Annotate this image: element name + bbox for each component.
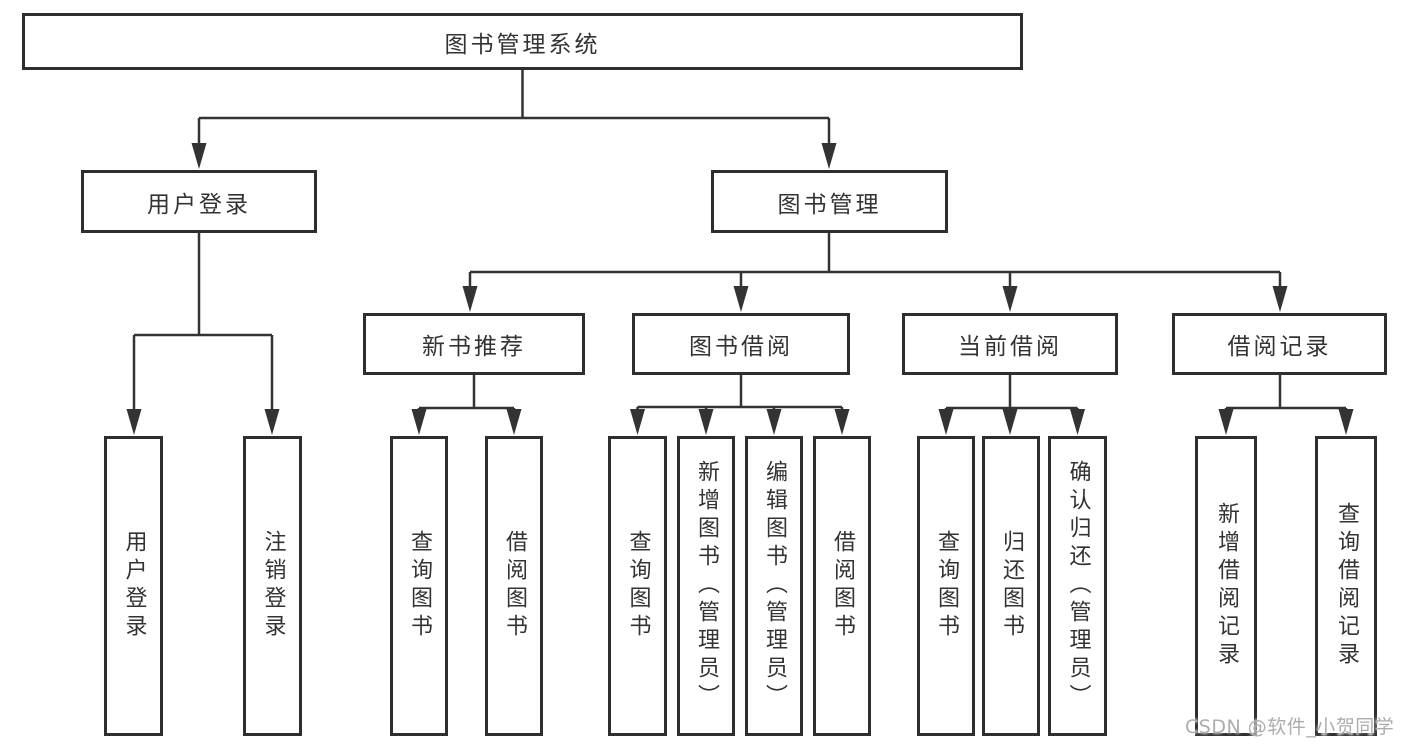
connector-new-book-to-leaves [417, 375, 516, 414]
node-current-borrow: 当前借阅 [902, 313, 1118, 375]
leaf-edit-book-admin-label: 编辑图书（管理员） [762, 460, 787, 712]
leaf-query-books-current-label: 查询图书 [934, 530, 959, 642]
leaf-confirm-return-admin-label: 确认归还（管理员） [1065, 460, 1091, 712]
connector-user-login-to-leaves [132, 233, 274, 412]
node-new-book-recommend-label: 新书推荐 [422, 334, 526, 360]
node-book-borrow-label: 图书借阅 [689, 334, 793, 360]
node-new-book-recommend: 新书推荐 [363, 313, 585, 375]
leaf-confirm-return-admin: 确认归还（管理员） [1048, 436, 1107, 736]
leaf-logout: 注销登录 [243, 436, 302, 736]
connector-root-to-level2 [197, 69, 831, 146]
node-book-management-label: 图书管理 [777, 191, 882, 218]
node-root-label: 图书管理系统 [444, 31, 601, 58]
node-user-login-label: 用户登录 [147, 191, 251, 218]
leaf-borrow-books-recommend: 借阅图书 [485, 436, 543, 736]
leaf-add-borrow-record-label: 新增借阅记录 [1214, 502, 1239, 670]
node-borrow-records: 借阅记录 [1172, 313, 1387, 375]
leaf-user-login: 用户登录 [104, 436, 163, 736]
connector-borrow-record-to-leaves [1224, 375, 1348, 414]
csdn-watermark: CSDN @软件_小贺同学 [1185, 716, 1395, 738]
leaf-edit-book-admin: 编辑图书（管理员） [745, 436, 803, 736]
connector-book-borrow-to-leaves [636, 375, 844, 414]
leaf-query-books-recommend: 查询图书 [390, 436, 448, 736]
leaf-borrow-books-label: 借阅图书 [830, 530, 855, 642]
node-user-login: 用户登录 [81, 170, 317, 233]
node-root-library-system: 图书管理系统 [22, 13, 1023, 70]
leaf-query-books-current: 查询图书 [917, 436, 975, 736]
leaf-return-books: 归还图书 [982, 436, 1040, 736]
leaf-return-books-label: 归还图书 [999, 530, 1024, 642]
leaf-logout-label: 注销登录 [260, 530, 286, 642]
leaf-query-books-borrow-label: 查询图书 [625, 530, 651, 642]
leaf-borrow-books: 借阅图书 [813, 436, 871, 736]
leaf-user-login-label: 用户登录 [121, 530, 147, 642]
node-book-borrow: 图书借阅 [632, 313, 850, 375]
leaf-query-borrow-record: 查询借阅记录 [1315, 436, 1377, 736]
node-borrow-records-label: 借阅记录 [1227, 334, 1332, 360]
leaf-add-book-admin-label: 新增图书（管理员） [694, 460, 719, 712]
leaf-query-borrow-record-label: 查询借阅记录 [1334, 502, 1359, 670]
connector-book-mgmt-to-level3 [468, 233, 1282, 290]
leaf-query-books-recommend-label: 查询图书 [407, 530, 432, 642]
leaf-query-books-borrow: 查询图书 [608, 436, 667, 736]
leaf-borrow-books-recommend-label: 借阅图书 [502, 530, 527, 642]
node-current-borrow-label: 当前借阅 [958, 334, 1062, 360]
connector-current-borrow-to-leaves [944, 375, 1079, 414]
leaf-add-book-admin: 新增图书（管理员） [677, 436, 735, 736]
node-book-management: 图书管理 [711, 170, 948, 233]
leaf-add-borrow-record: 新增借阅记录 [1195, 436, 1257, 736]
